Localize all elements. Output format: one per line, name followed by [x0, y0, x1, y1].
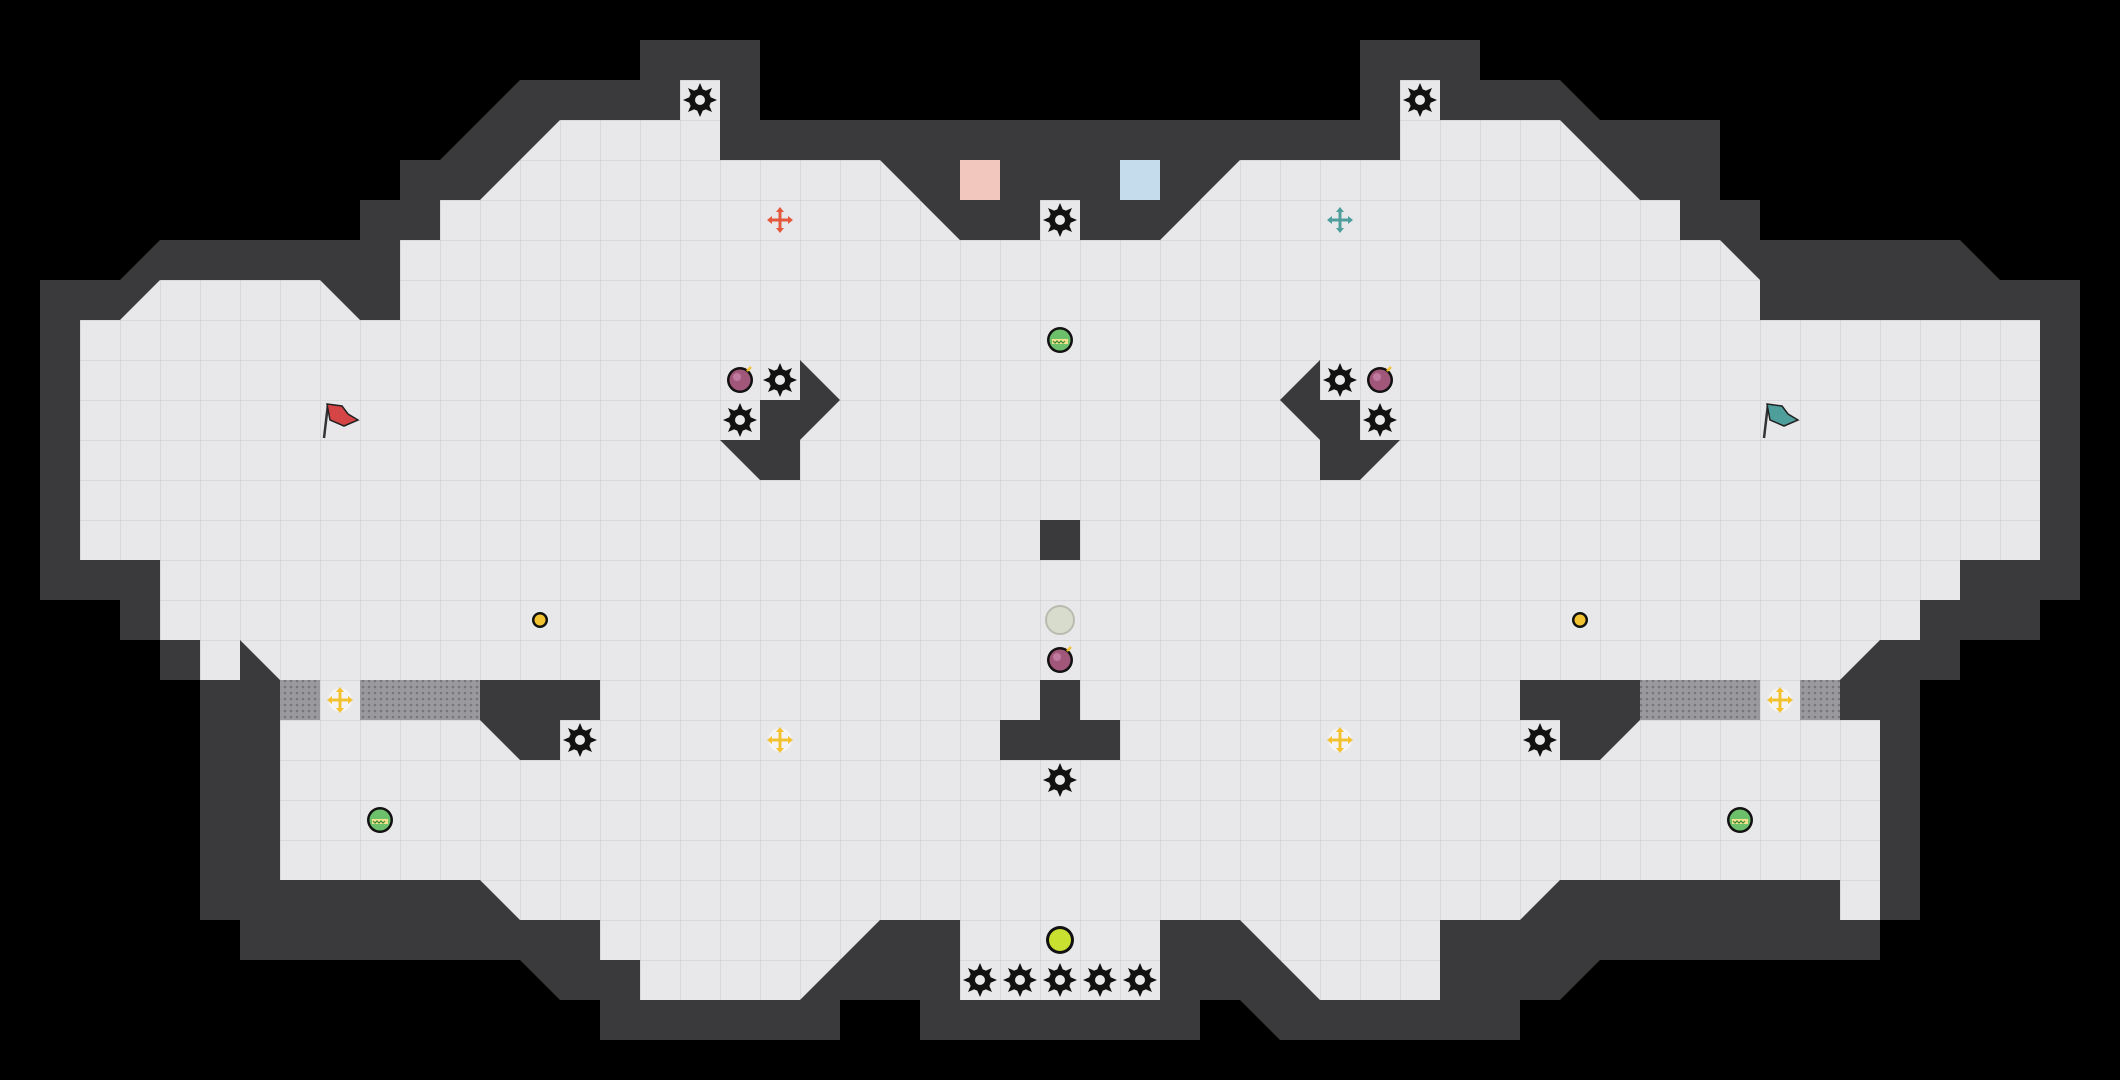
bomb-icon [1365, 365, 1395, 395]
button-icon [532, 612, 548, 628]
blue-team-tile [1120, 160, 1160, 200]
spike-icon [763, 363, 797, 397]
jukejuice-icon [366, 806, 394, 834]
spike-icon [1523, 723, 1557, 757]
spike-icon [1003, 963, 1037, 997]
red-team-tile [960, 160, 1000, 200]
spike-icon [1363, 403, 1397, 437]
tagpro-icon [1046, 926, 1074, 954]
bomb-icon [725, 365, 755, 395]
spike-icon [563, 723, 597, 757]
spike-icon [1323, 363, 1357, 397]
spike-icon [963, 963, 997, 997]
inner-walls [240, 120, 1880, 760]
jukejuice-icon [1046, 326, 1074, 354]
empty-powerup-spot [1045, 605, 1075, 635]
spike-icon [1043, 203, 1077, 237]
red-flag-icon [322, 403, 360, 439]
gates [280, 680, 1840, 720]
spike-icon [1083, 963, 1117, 997]
spike-icon [1123, 963, 1157, 997]
jukejuice-icon [1726, 806, 1754, 834]
button-icon [1572, 612, 1588, 628]
blue-flag-icon [1762, 403, 1800, 439]
bomb-icon [1045, 645, 1075, 675]
spike-icon [1043, 763, 1077, 797]
spike-icon [723, 403, 757, 437]
spike-icon [1043, 963, 1077, 997]
spike-icon [683, 83, 717, 117]
spike-icon [1403, 83, 1437, 117]
